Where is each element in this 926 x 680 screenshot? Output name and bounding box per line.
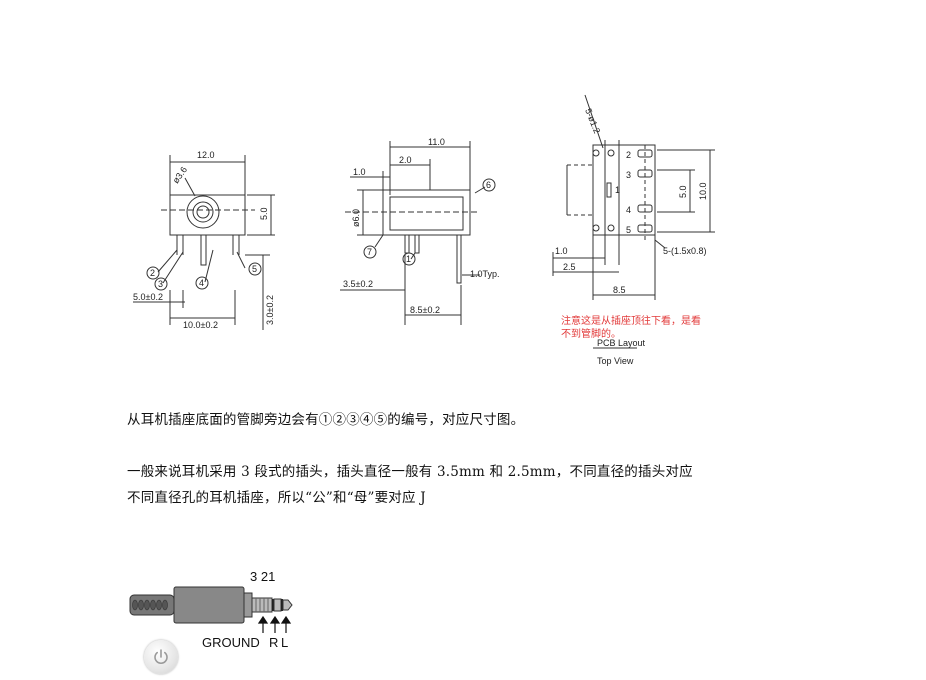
side-view-drawing: 12.0 ø3.6 5.0 3.0±0.2 5.0±0.2 10.0±0.2 2…	[133, 150, 275, 330]
dim-5-label: 5.0	[678, 185, 688, 198]
pcb-layout-drawing: 5-ø1.2 2 3 1 4 5 5.0 10.0 5-(1.5x0.8) 1.…	[552, 94, 715, 366]
pcb-pin-3: 3	[626, 170, 631, 180]
dim-pin-b-label: 10.0±0.2	[183, 320, 218, 330]
dim-1-label: 1.0	[555, 246, 568, 256]
pcb-note-line2: 不到管脚的。	[561, 327, 621, 340]
dim-offset-label: 3.5±0.2	[343, 279, 373, 289]
pin-number-6: 6	[486, 180, 491, 190]
plug-label-r: R	[269, 635, 278, 650]
pin-number-7: 7	[367, 247, 372, 257]
dim-height-label: 5.0	[259, 207, 269, 220]
front-view-drawing: 11.0 2.0 1.0 ø6.0 1.0Typ. 3.5±0.2 8.5±0.…	[340, 137, 500, 325]
pcb-pin-4: 4	[626, 205, 631, 215]
power-icon	[154, 649, 168, 664]
pin-number-4: 4	[199, 278, 204, 288]
dim-pin-thick-label: 1.0Typ.	[470, 269, 500, 279]
pin-number-3: 3	[158, 279, 163, 289]
pcb-pin-1: 1	[615, 185, 620, 195]
dim-spacing-label: 8.5±0.2	[410, 305, 440, 315]
text-line-3: 不同直径孔的耳机插座，所以“公”和“母”要对应 J	[127, 490, 426, 506]
text-line-2: 一般来说耳机采用 3 段式的插头，插头直径一般有 3.5mm 和 2.5mm，不…	[127, 464, 693, 480]
pcb-pin-2: 2	[626, 150, 631, 160]
dim-diameter-label: ø6.0	[351, 209, 361, 227]
pcb-caption-1: PCB Layout	[597, 338, 646, 348]
plug-label-ground: GROUND	[202, 635, 260, 650]
dim-inner-label: 2.0	[399, 155, 412, 165]
pcb-note-line1: 注意这是从插座顶往下看，是看	[561, 314, 701, 327]
dim-front-label: 1.0	[353, 167, 366, 177]
dim-length-label: 11.0	[428, 137, 445, 147]
dim-hole-label: ø3.6	[171, 165, 190, 185]
pcb-pin-5: 5	[626, 225, 631, 235]
plug-label-l: L	[281, 635, 288, 650]
dim-width-label: 12.0	[197, 150, 215, 160]
audio-plug-illustration: 3 21 GROUND R L	[129, 569, 293, 650]
plug-contact-numbers: 3 21	[250, 569, 275, 584]
dim-85-label: 8.5	[613, 285, 626, 295]
dim-pads-label: 5-(1.5x0.8)	[663, 246, 707, 256]
pin-number-2: 2	[150, 268, 155, 278]
pin-number-1: 1	[406, 254, 411, 264]
dim-holes-label: 5-ø1.2	[583, 107, 602, 135]
pcb-caption-2: Top View	[597, 356, 634, 366]
dim-25-label: 2.5	[563, 262, 576, 272]
text-line-1: 从耳机插座底面的管脚旁边会有①②③④⑤的编号，对应尺寸图。	[127, 412, 525, 428]
dim-10-label: 10.0	[698, 182, 708, 200]
dim-pin-length-label: 3.0±0.2	[265, 295, 275, 325]
pin-number-5: 5	[252, 264, 257, 274]
power-button[interactable]	[144, 640, 178, 674]
dim-pin-a-label: 5.0±0.2	[133, 292, 163, 302]
